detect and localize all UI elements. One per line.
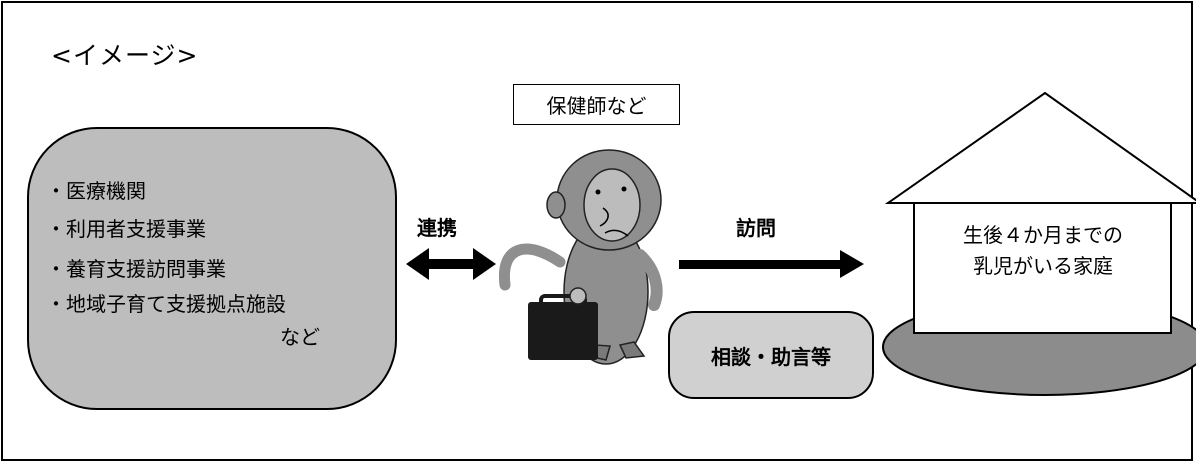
partner-item: ・養育支援訪問事業 [46,257,226,281]
partner-organizations-box [27,127,397,410]
consultation-label: 相談・助言等 [711,344,831,369]
diagram-title: <イメージ> [51,41,199,70]
partner-item: ・医療機関 [46,179,146,203]
role-label: 保健師など [546,94,647,118]
house-icon [882,91,1196,396]
visit-label: 訪問 [736,216,776,240]
link-label: 連携 [417,216,457,240]
consultation-box: 相談・助言等 [668,311,874,399]
house-label-line1: 生後４か月までの [963,223,1123,247]
right-arrow-icon [679,250,864,278]
diagram-graphics [406,91,1196,396]
partner-item: ・利用者支援事業 [46,217,206,241]
monkey-with-briefcase-icon [498,149,663,365]
house-label-line2: 乳児がいる家庭 [973,254,1113,278]
partner-suffix: など [280,325,320,349]
double-arrow-icon [406,248,496,280]
partner-item: ・地域子育て支援拠点施設 [46,292,286,316]
role-label-box: 保健師など [513,84,680,125]
house-label: 生後４か月までの 乳児がいる家庭 [915,220,1171,282]
